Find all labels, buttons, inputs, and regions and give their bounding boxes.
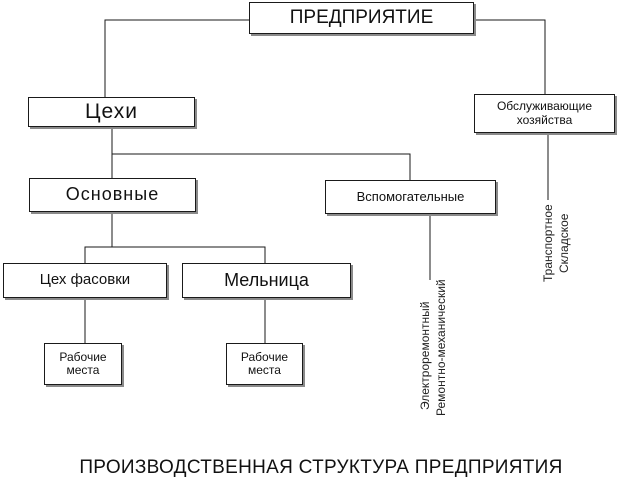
label-warehouse: Складское xyxy=(557,213,571,273)
link-main-mill xyxy=(112,246,266,263)
label-mechanical-repair: Ремонтно-механический xyxy=(434,279,448,416)
diagram-caption: ПРОИЗВОДСТВЕННАЯ СТРУКТУРА ПРЕДПРИЯТИЯ xyxy=(79,457,563,478)
link-root-workshops xyxy=(104,19,249,97)
node-workplaces-left-label: Рабочие места xyxy=(59,349,107,377)
label-transport: Транспортное xyxy=(541,204,555,282)
node-workplaces-right: Рабочие места xyxy=(226,343,303,385)
node-mill: Мельница xyxy=(182,263,351,298)
node-workshops: Цехи xyxy=(28,97,195,127)
node-service-units: Обслуживающие хозяйства xyxy=(474,94,615,133)
label-electrical-repair: Электроремонтный xyxy=(418,301,432,410)
node-enterprise-label: ПРЕДПРИЯТИЕ xyxy=(289,6,434,28)
node-workshops-label: Цехи xyxy=(85,100,138,124)
node-main: Основные xyxy=(29,178,196,212)
link-main-shops xyxy=(84,212,113,263)
node-service-units-label: Обслуживающие хозяйства xyxy=(496,99,593,127)
node-workplaces-right-label: Рабочие места xyxy=(240,349,289,377)
node-auxiliary: Вспомогательные xyxy=(325,180,496,214)
node-auxiliary-label: Вспомогательные xyxy=(356,188,465,204)
node-enterprise: ПРЕДПРИЯТИЕ xyxy=(249,2,474,34)
node-packing-shop: Цех фасовки xyxy=(3,263,167,298)
node-workplaces-left: Рабочие места xyxy=(44,343,122,385)
node-main-label: Основные xyxy=(65,184,160,205)
link-workshops-aux xyxy=(112,153,411,180)
node-mill-label: Мельница xyxy=(224,269,309,290)
node-packing-shop-label: Цех фасовки xyxy=(39,271,131,289)
link-root-service xyxy=(474,19,546,94)
